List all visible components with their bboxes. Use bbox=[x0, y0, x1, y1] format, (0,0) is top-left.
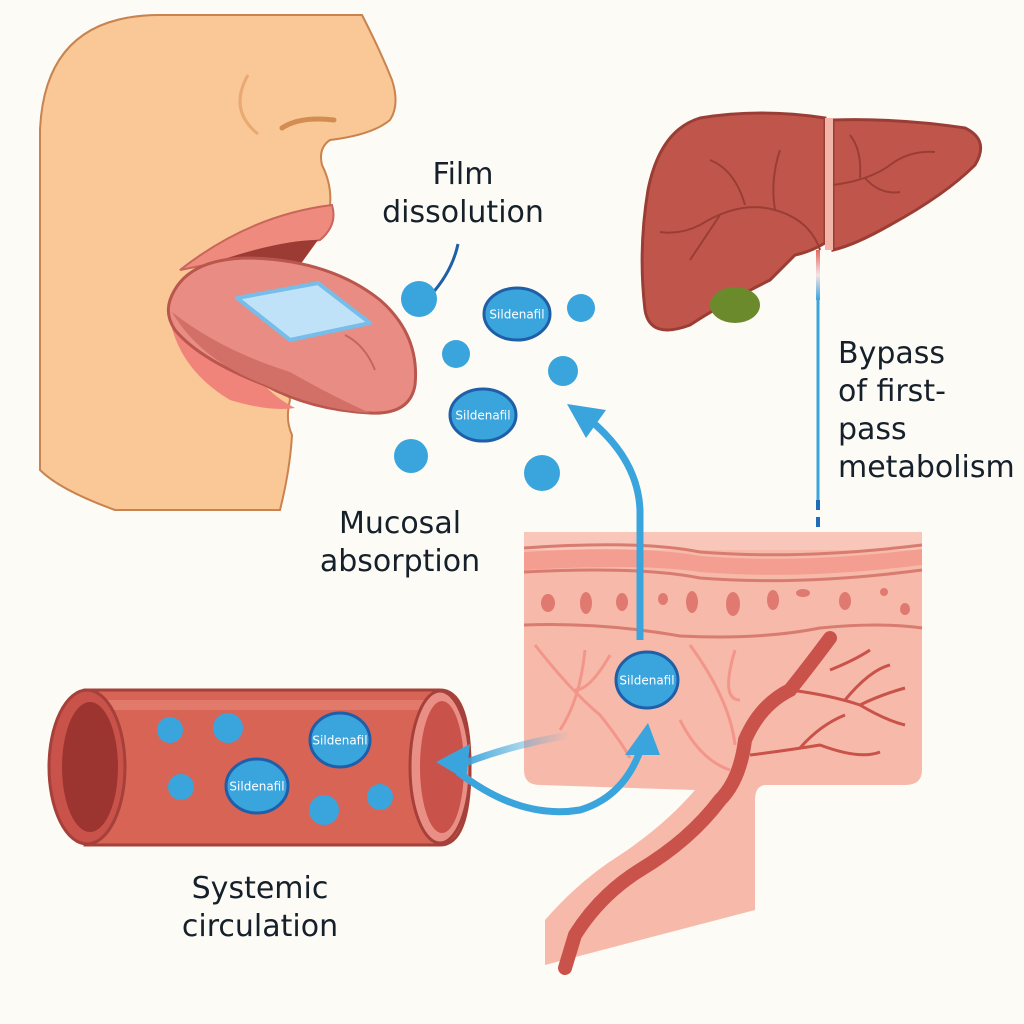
drug-particle bbox=[524, 455, 560, 491]
circulating-drug-particles bbox=[157, 713, 393, 825]
portal-connection bbox=[816, 250, 820, 300]
vessel-highlight bbox=[90, 700, 430, 710]
epithelium-band bbox=[524, 549, 922, 575]
mucosal-tissue bbox=[523, 532, 923, 975]
capillaries bbox=[533, 644, 741, 772]
liver-right-lobe bbox=[831, 118, 983, 252]
label-line: Mucosal bbox=[338, 506, 462, 541]
transfer-arrowhead-up bbox=[625, 723, 660, 755]
film-dissolution-pointer bbox=[428, 243, 460, 298]
label-bypass-first-pass: Bypass of first- pass metabolism bbox=[838, 335, 1024, 487]
epithelium-top bbox=[524, 532, 922, 550]
drug-molecule: Sildenafil bbox=[308, 711, 372, 769]
tongue-groove bbox=[344, 334, 376, 371]
artery-branches bbox=[749, 648, 906, 757]
vessel-left-lumen bbox=[62, 702, 118, 832]
nose-crease bbox=[238, 74, 259, 136]
drug-molecule: Sildenafil bbox=[224, 757, 290, 815]
molecule-label: Sildenafil bbox=[312, 734, 367, 748]
drug-particle bbox=[401, 281, 437, 317]
nostril bbox=[279, 116, 337, 131]
basement-line bbox=[523, 622, 923, 639]
label-systemic-circulation: Systemic circulation bbox=[150, 870, 370, 946]
molecule-label: Sildenafil bbox=[455, 409, 510, 423]
liver-left-lobe bbox=[640, 111, 827, 332]
drug-particle bbox=[442, 340, 470, 368]
label-mucosal-absorption: Mucosal absorption bbox=[290, 505, 510, 581]
liver-ligament bbox=[825, 118, 833, 250]
label-line: absorption bbox=[319, 544, 481, 579]
drug-molecule: Sildenafil bbox=[448, 387, 518, 443]
molecule-label: Sildenafil bbox=[489, 308, 544, 322]
molecule-label: Sildenafil bbox=[229, 780, 284, 794]
label-film-dissolution: Film dissolution bbox=[348, 156, 578, 232]
drug-molecule: Sildenafil bbox=[482, 286, 552, 342]
dissolved-drug-particles bbox=[394, 281, 595, 491]
face-illustration bbox=[39, 14, 418, 511]
label-line: metabolism bbox=[838, 450, 1015, 485]
gallbladder bbox=[710, 287, 760, 323]
transfer-arrow-fading bbox=[458, 731, 571, 769]
absorption-arrowhead bbox=[567, 404, 606, 438]
transfer-arrow-curved bbox=[455, 734, 649, 816]
epithelium-line bbox=[523, 543, 923, 557]
absorption-arrow bbox=[587, 417, 644, 640]
oral-film bbox=[235, 281, 372, 342]
liver-veins bbox=[659, 134, 936, 261]
molecule-label: Sildenafil bbox=[619, 674, 674, 688]
epithelial-cells bbox=[541, 588, 910, 616]
liver-illustration bbox=[640, 111, 983, 332]
label-line: pass bbox=[838, 412, 907, 447]
drug-particle bbox=[567, 294, 595, 322]
epithelium-line bbox=[523, 568, 923, 583]
label-line: of first- bbox=[838, 374, 946, 409]
label-line: Systemic bbox=[191, 871, 329, 906]
drug-molecule: Sildenafil bbox=[614, 650, 680, 710]
label-line: Film bbox=[432, 157, 494, 192]
label-line: dissolution bbox=[382, 195, 544, 230]
drug-particle bbox=[548, 356, 578, 386]
label-line: circulation bbox=[181, 909, 339, 944]
vessel-right-lumen bbox=[420, 701, 464, 833]
drug-particle bbox=[394, 439, 428, 473]
label-line: Bypass bbox=[838, 336, 946, 371]
